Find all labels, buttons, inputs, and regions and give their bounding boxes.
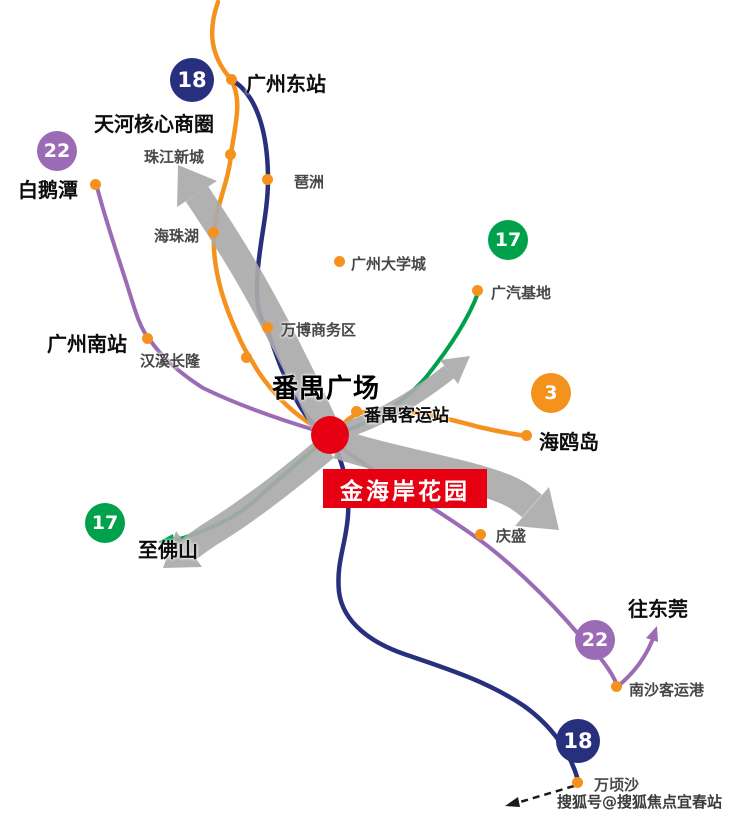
label-to-foshan: 至佛山 — [138, 538, 198, 562]
line-badge-3: 3 — [531, 373, 571, 413]
label-haiou-island: 海鸥岛 — [539, 430, 599, 454]
flow-arrow-east-head-icon — [440, 356, 470, 384]
label-university-city: 广州大学城 — [351, 255, 427, 273]
station-dot-gac-base — [472, 285, 483, 296]
station-dot-guangzhou-south — [142, 333, 153, 344]
station-dot-hanxi-changlong — [241, 352, 252, 363]
label-hanxi-changlong: 汉溪长隆 — [140, 352, 201, 370]
label-nansha-port: 南沙客运港 — [629, 681, 705, 699]
label-wanqingsha: 万顷沙 — [594, 776, 640, 794]
flow-arrow-southwest-shaft — [181, 438, 335, 560]
line-badge-22-west: 22 — [37, 131, 77, 171]
label-panyu-square: 番禺广场 — [272, 374, 381, 404]
station-dot-guangzhou-east — [226, 74, 237, 85]
station-dot-baietan — [90, 179, 101, 190]
line-badge-22-southeast: 22 — [575, 620, 615, 660]
station-dot-wanbo — [262, 322, 273, 333]
line-22-dongguan-arrowhead-icon — [646, 626, 658, 642]
flow-arrows — [163, 165, 559, 568]
panyu-square-hub-marker — [311, 416, 349, 454]
station-dot-pazhou — [262, 174, 273, 185]
property-name-box: 金海岸花园 — [323, 469, 487, 508]
line-badge-18-south: 18 — [556, 719, 600, 763]
station-dot-qingsheng — [475, 529, 486, 540]
label-to-dongguan: 往东莞 — [628, 597, 688, 621]
station-dot-haizhu-lake — [208, 227, 219, 238]
label-zhujiang-new-town: 珠江新城 — [144, 148, 205, 166]
dashed-line — [519, 784, 575, 804]
flow-arrow-east-shaft — [343, 365, 454, 438]
label-guangzhou-south: 广州南站 — [47, 332, 127, 356]
flow-arrow-north-shaft — [185, 186, 347, 452]
station-dot-haiou-island — [521, 430, 532, 441]
flow-arrow-north-head-icon — [177, 165, 217, 207]
label-qingsheng: 庆盛 — [496, 527, 527, 545]
label-baietan: 白鹅潭 — [18, 178, 78, 202]
label-haizhu-lake: 海珠湖 — [154, 227, 200, 245]
label-pazhou: 琶洲 — [294, 173, 325, 191]
dashed-route — [505, 784, 575, 807]
label-wanbo-business: 万博商务区 — [281, 321, 357, 339]
station-dot-panyu-bus-station — [351, 406, 362, 417]
label-guangzhou-east: 广州东站 — [246, 72, 326, 96]
station-dot-wanqingsha — [572, 777, 583, 788]
station-dot-zhujiang-new-town — [225, 149, 236, 160]
flow-arrow-southwest-head-icon — [163, 531, 202, 568]
label-panyu-bus-station: 番禺客运站 — [364, 406, 449, 426]
flow-arrow-southeast-head-icon — [515, 487, 559, 530]
label-gac-base: 广汽基地 — [491, 284, 552, 302]
line-badge-17-east: 17 — [488, 220, 528, 260]
line-18-south-path — [329, 435, 581, 783]
dashed-arrowhead-icon — [505, 797, 520, 807]
line-3-east-path — [330, 408, 530, 439]
station-dot-nansha-port — [611, 681, 622, 692]
station-dot-university-city — [334, 256, 345, 267]
line-badge-18-north: 18 — [170, 58, 214, 102]
line-17-foshan-arrowhead-icon — [158, 534, 175, 548]
line-badge-17-southwest: 17 — [85, 503, 125, 543]
label-tianhe-core: 天河核心商圈 — [94, 112, 214, 136]
watermark-text: 搜狐号@搜狐焦点宜春站 — [557, 793, 723, 811]
